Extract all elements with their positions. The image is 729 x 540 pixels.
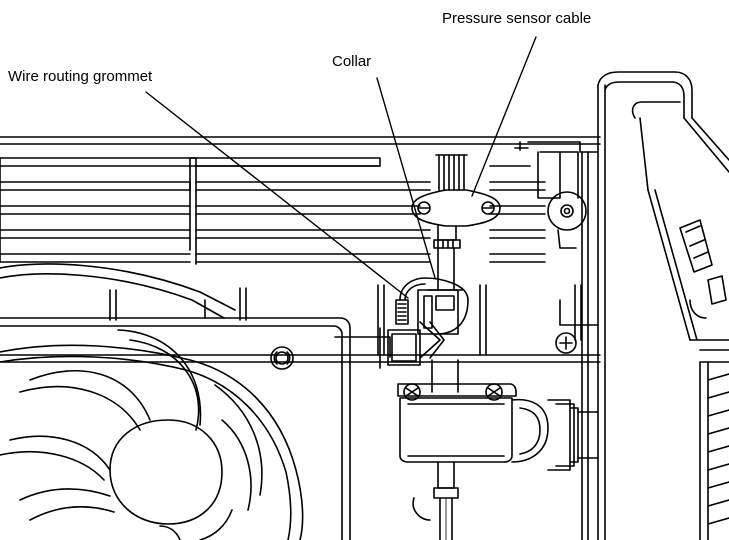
side-panel bbox=[597, 71, 729, 540]
leader-lines bbox=[145, 36, 537, 299]
callout-wire-routing-grommet: Wire routing grommet bbox=[8, 68, 153, 85]
support-posts bbox=[0, 284, 601, 363]
collar-grommet bbox=[379, 277, 469, 369]
leader-wire-routing-grommet bbox=[145, 91, 409, 299]
pressure-sensor bbox=[411, 154, 501, 291]
callout-pressure-sensor-cable: Pressure sensor cable bbox=[442, 10, 592, 27]
leader-pressure-sensor-cable bbox=[471, 36, 537, 197]
valve-assembly bbox=[397, 359, 599, 540]
cooling-fan bbox=[0, 263, 351, 540]
chassis-wall bbox=[514, 141, 599, 540]
callout-collar: Collar bbox=[332, 53, 372, 70]
grille-fins bbox=[0, 136, 601, 265]
leader-collar bbox=[376, 77, 436, 279]
